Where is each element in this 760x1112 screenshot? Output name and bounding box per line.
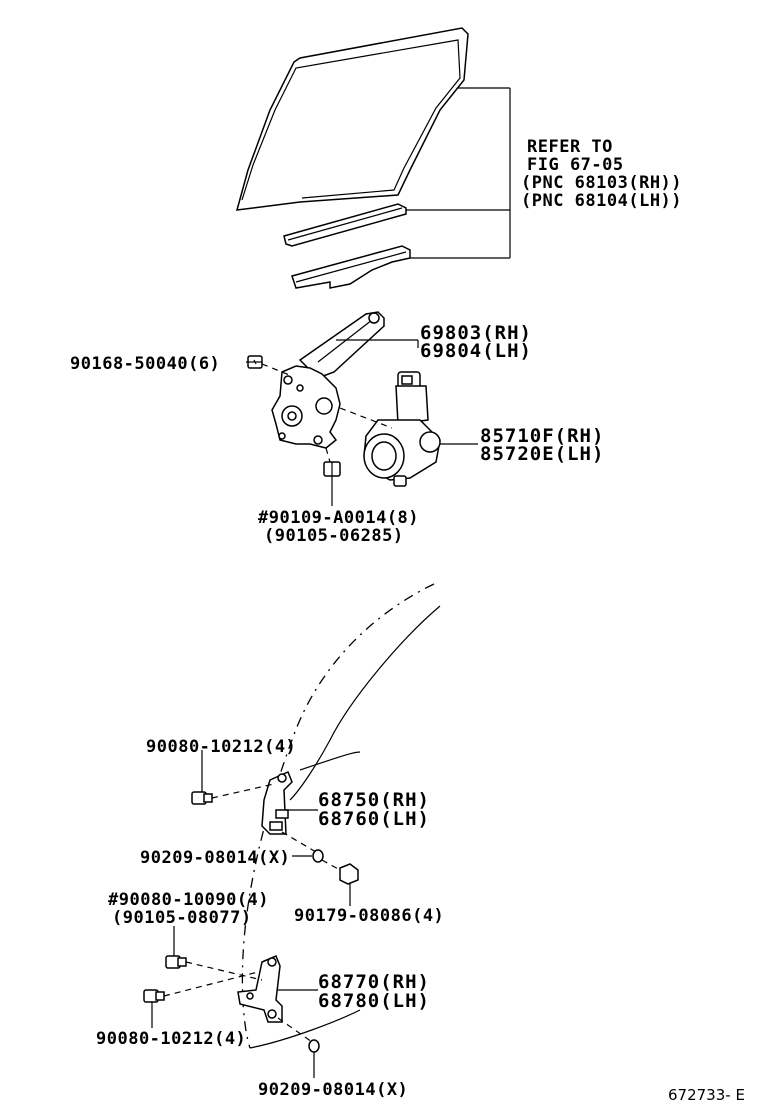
window-regulator bbox=[271, 311, 385, 449]
refer-label-line4: (PNC 68104(LH)) bbox=[521, 191, 682, 211]
lower-hinge bbox=[237, 955, 283, 1023]
bolt-90080-upper bbox=[191, 791, 213, 805]
part-label-90209-upper: 90209-08014(X) bbox=[140, 848, 290, 868]
washer-90209-upper bbox=[312, 849, 324, 863]
part-label-68760: 68760(LH) bbox=[318, 808, 430, 830]
refer-label-line3: (PNC 68103(RH)) bbox=[521, 173, 682, 193]
glass-run-channel-upper bbox=[283, 203, 407, 247]
part-label-90080-lower: 90080-10212(4) bbox=[96, 1029, 246, 1049]
part-label-69803: 69803(RH) bbox=[420, 322, 532, 344]
refer-label-line1: REFER TO bbox=[527, 137, 613, 157]
glass-run-channel-lower bbox=[291, 245, 411, 289]
part-label-90080-upper: 90080-10212(4) bbox=[146, 737, 296, 757]
washer-90209-lower bbox=[308, 1039, 320, 1053]
part-label-90105-06285: (90105-06285) bbox=[264, 526, 404, 546]
part-label-90080-10090: #90080-10090(4) bbox=[108, 890, 269, 910]
illustration-code: 672733- E bbox=[668, 1086, 745, 1104]
part-label-90105-08077: (90105-08077) bbox=[112, 908, 252, 928]
upper-hinge bbox=[261, 770, 293, 835]
part-label-68780: 68780(LH) bbox=[318, 990, 430, 1012]
refer-label-line2: FIG 67-05 bbox=[527, 155, 624, 175]
part-label-68770: 68770(RH) bbox=[318, 971, 430, 993]
nut-90179 bbox=[339, 863, 359, 885]
bolt-90080-10090 bbox=[165, 955, 187, 969]
bolt-90109 bbox=[323, 461, 341, 477]
part-label-85720: 85720E(LH) bbox=[480, 443, 604, 465]
door-glass bbox=[235, 27, 469, 211]
part-label-68750: 68750(RH) bbox=[318, 789, 430, 811]
power-window-motor bbox=[363, 371, 441, 487]
refer-bracket bbox=[406, 87, 511, 259]
part-label-90109: #90109-A0014(8) bbox=[258, 508, 419, 528]
bolt-90080-lower bbox=[143, 989, 165, 1003]
part-label-90209-lower: 90209-08014(X) bbox=[258, 1080, 408, 1100]
part-label-69804: 69804(LH) bbox=[420, 340, 532, 362]
part-label-85710: 85710F(RH) bbox=[480, 425, 604, 447]
part-label-90168: 90168-50040(6) bbox=[70, 354, 220, 374]
part-label-90179: 90179-08086(4) bbox=[294, 906, 444, 926]
